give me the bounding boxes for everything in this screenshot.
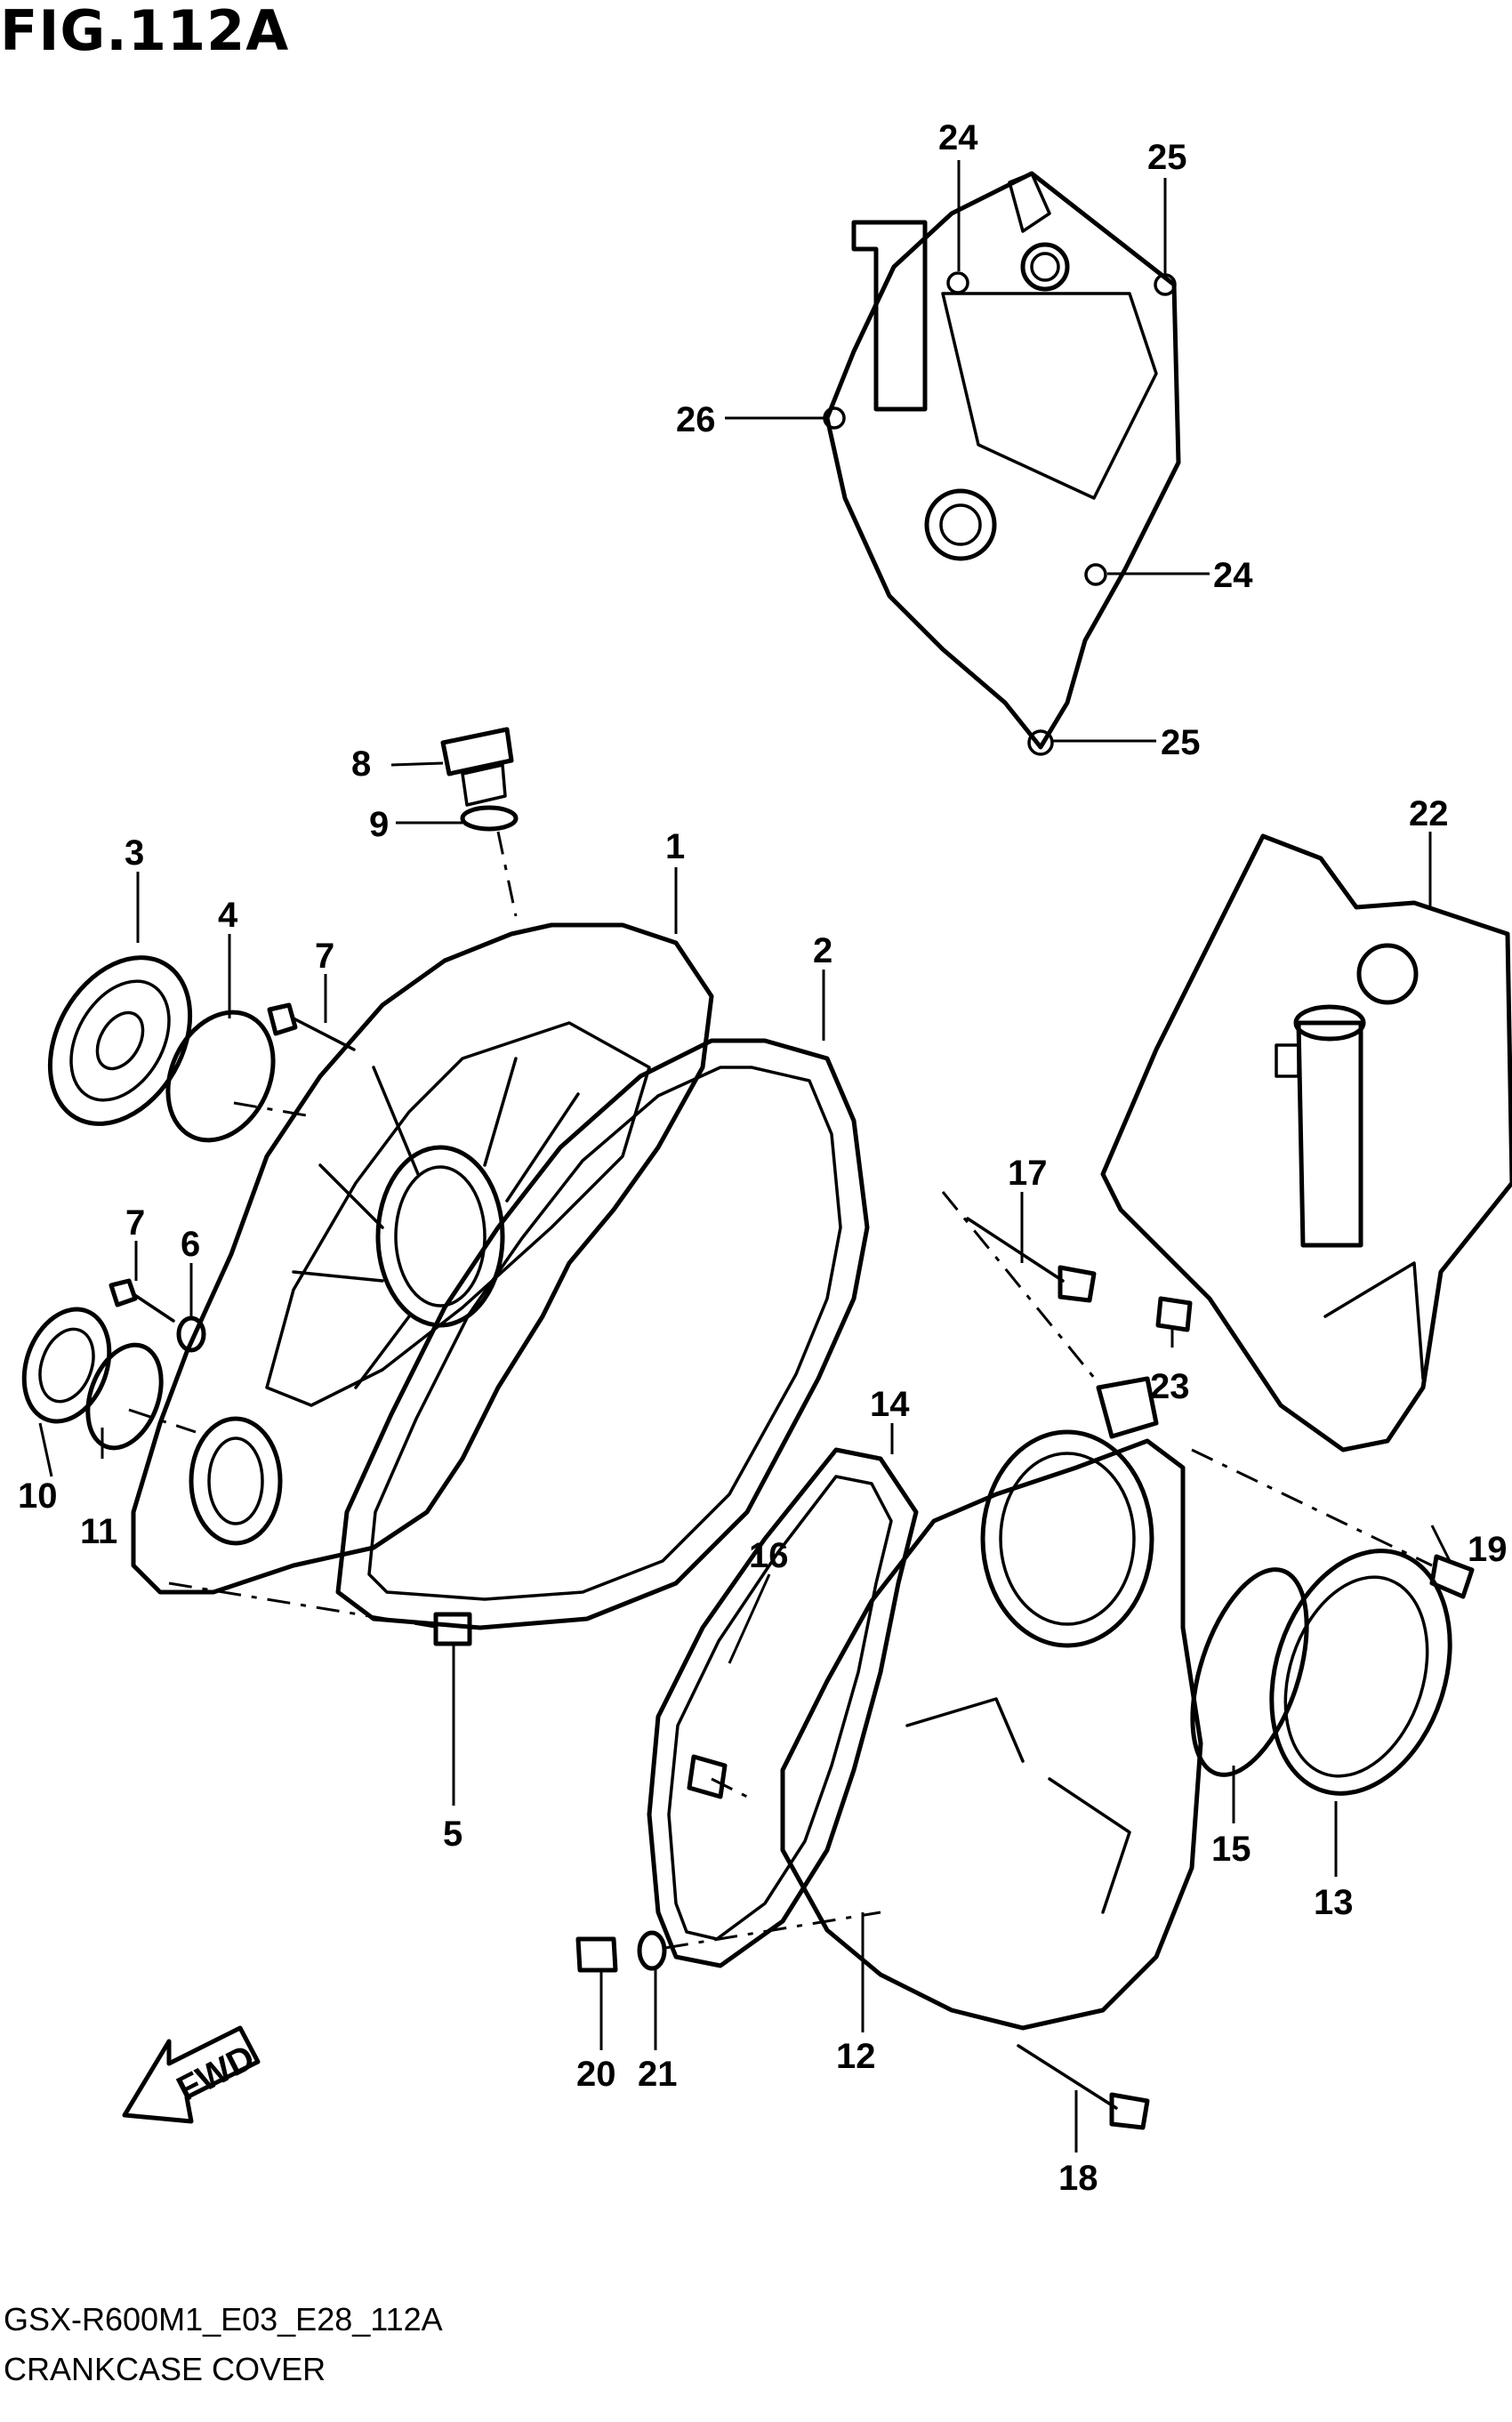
callout-24b: 24 [1213,556,1253,595]
callout-25b: 25 [1161,723,1201,762]
part-o-ring-4[interactable] [148,995,293,1157]
part-bolt-18[interactable] [1017,2044,1150,2130]
callout-numbers: 1 2 3 4 5 6 7 7 8 9 10 11 12 13 14 15 16… [18,118,1508,2198]
part-o-ring-9[interactable] [460,805,519,832]
callout-5: 5 [443,1814,462,1854]
callout-4: 4 [218,896,238,935]
callout-15: 15 [1211,1830,1251,1869]
part-bolt-7b[interactable] [109,1278,175,1323]
part-dowel-23[interactable] [1155,1296,1193,1332]
part-bolt-7a[interactable] [267,1002,356,1051]
callout-12: 12 [836,2037,876,2076]
model-code: GSX-R600M1_E03_E28_112A [4,2301,443,2338]
part-washer-21[interactable] [637,1930,667,1971]
callout-10: 10 [18,1477,58,1516]
callout-6: 6 [181,1225,200,1264]
part-dowel-5[interactable] [433,1612,472,1646]
part-bolt-20[interactable] [575,1936,618,1973]
callout-17: 17 [1008,1154,1048,1193]
part-dowel-16[interactable] [687,1754,728,1799]
callout-9: 9 [369,805,389,844]
callout-24a: 24 [938,118,978,157]
figure-caption: CRANKCASE COVER [4,2351,326,2387]
leader-lines [38,160,1452,2152]
fwd-arrow: FWD [122,2025,261,2124]
part-lower-cover[interactable] [780,1376,1203,2031]
part-filler-cap[interactable] [440,727,514,807]
callout-23: 23 [1150,1367,1190,1406]
part-plug-3[interactable] [21,932,218,1148]
callout-14: 14 [870,1385,910,1424]
callout-25a: 25 [1147,138,1187,177]
part-gasket-14[interactable] [647,1447,919,1968]
callout-2: 2 [813,931,832,970]
callout-26: 26 [676,400,716,439]
callout-7b: 7 [125,1203,145,1243]
part-plug-10[interactable] [9,1298,124,1434]
fwd-label: FWD [171,2038,261,2110]
callout-16: 16 [749,1536,789,1575]
part-bolt-17[interactable] [966,1217,1097,1303]
part-o-ring-11[interactable] [75,1335,174,1459]
callout-21: 21 [638,2055,678,2094]
part-bolt-19[interactable] [1429,1554,1475,1599]
callout-3: 3 [125,833,144,873]
part-right-cover[interactable] [1100,833,1512,1452]
part-cap-cover[interactable] [1242,1527,1479,1816]
part-upper-bracket-cover[interactable] [823,171,1181,756]
part-crankcase-cover[interactable] [131,922,714,1595]
callout-22: 22 [1409,794,1449,833]
alignment-lines [128,831,1433,1950]
callout-11: 11 [80,1512,117,1551]
callout-18: 18 [1058,2159,1098,2198]
part-gasket[interactable] [335,1038,870,1630]
callout-1: 1 [665,827,685,866]
callout-8: 8 [351,744,371,784]
callout-20: 20 [576,2055,616,2094]
callout-7a: 7 [315,937,334,976]
callout-13: 13 [1314,1883,1354,1922]
figure-title: FIG.112A [0,0,290,63]
part-o-ring-15[interactable] [1170,1556,1330,1789]
callout-19: 19 [1468,1530,1508,1569]
